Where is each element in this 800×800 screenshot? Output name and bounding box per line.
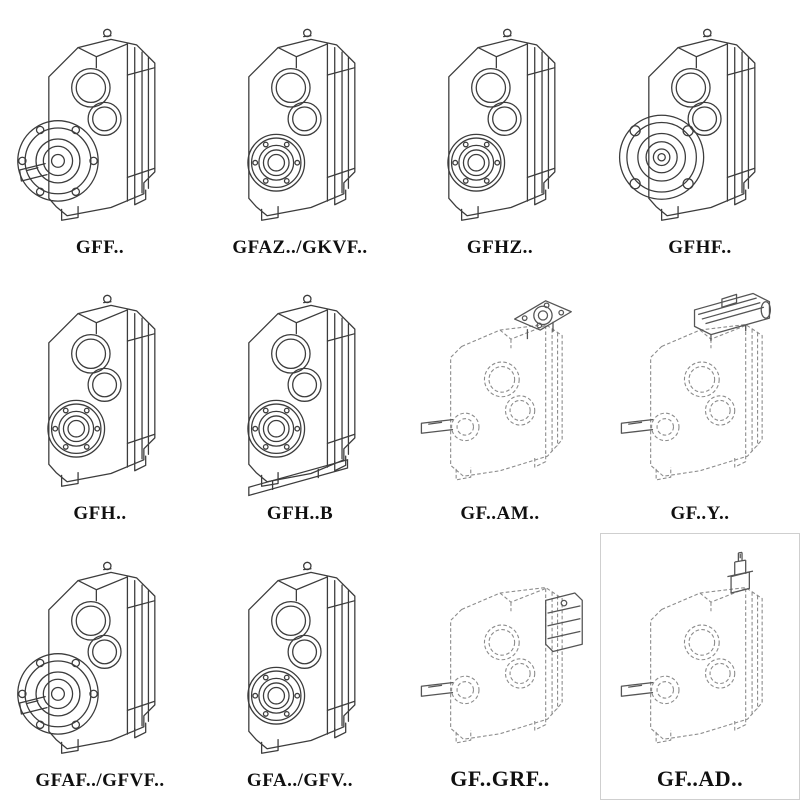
catalog-cell-gff: GFF..	[0, 0, 200, 267]
model-label: GFH..B	[266, 503, 334, 525]
gfhf-front-flange-gearbox-drawing	[608, 22, 792, 234]
catalog-cell-gfaz-gkvf: GFAZ../GKVF..	[200, 0, 400, 267]
gf-y-mounted-motor-gearbox-drawing	[608, 288, 792, 500]
model-label: GFAF../GFVF..	[35, 769, 165, 791]
model-label: GFHF..	[668, 236, 732, 258]
catalog-cell-gfhz: GFHZ..	[400, 0, 600, 267]
model-label: GFA../GFV..	[246, 769, 354, 791]
catalog-cell-gf-am: GF..AM..	[400, 267, 600, 534]
gf-am-motor-adapter-gearbox-drawing	[408, 288, 592, 500]
catalog-cell-gfhf: GFHF..	[600, 0, 800, 267]
model-label: GF..Y..	[670, 503, 730, 525]
model-label: GF..GRF..	[450, 765, 550, 791]
catalog-cell-gf-ad: GF..AD..	[600, 533, 800, 800]
gf-grf-input-adapter-gearbox-drawing	[408, 551, 592, 763]
model-label: GFHZ..	[466, 236, 534, 258]
catalog-cell-gfaf-gfvf: GFAF../GFVF..	[0, 533, 200, 800]
catalog-cell-gfa-gfv: GFA../GFV..	[200, 533, 400, 800]
catalog-cell-gf-grf: GF..GRF..	[400, 533, 600, 800]
gfh-hollow-shaft-gearbox-drawing	[8, 288, 192, 500]
gff-flange-shaft-gearbox-drawing	[8, 22, 192, 234]
model-label: GF..AM..	[460, 503, 540, 525]
gfhz-hollow-shaft-gearbox-drawing	[408, 22, 592, 234]
catalog-cell-gfh-b: GFH..B	[200, 267, 400, 534]
model-label: GF..AD..	[656, 765, 744, 791]
catalog-cell-gfh: GFH..	[0, 267, 200, 534]
gf-ad-input-shaft-gearbox-drawing	[608, 551, 792, 763]
model-label: GFH..	[73, 503, 127, 525]
model-label: GFAZ../GKVF..	[232, 236, 368, 258]
gfh-b-hollow-shaft-base-gearbox-drawing	[208, 288, 392, 500]
model-label: GFF..	[75, 236, 125, 258]
gfa-hollow-shaft-gearbox-drawing	[208, 555, 392, 767]
catalog-cell-gf-y: GF..Y..	[600, 267, 800, 534]
gfaf-flange-shaft-gearbox-drawing	[8, 555, 192, 767]
gfaz-hollow-shaft-gearbox-drawing	[208, 22, 392, 234]
